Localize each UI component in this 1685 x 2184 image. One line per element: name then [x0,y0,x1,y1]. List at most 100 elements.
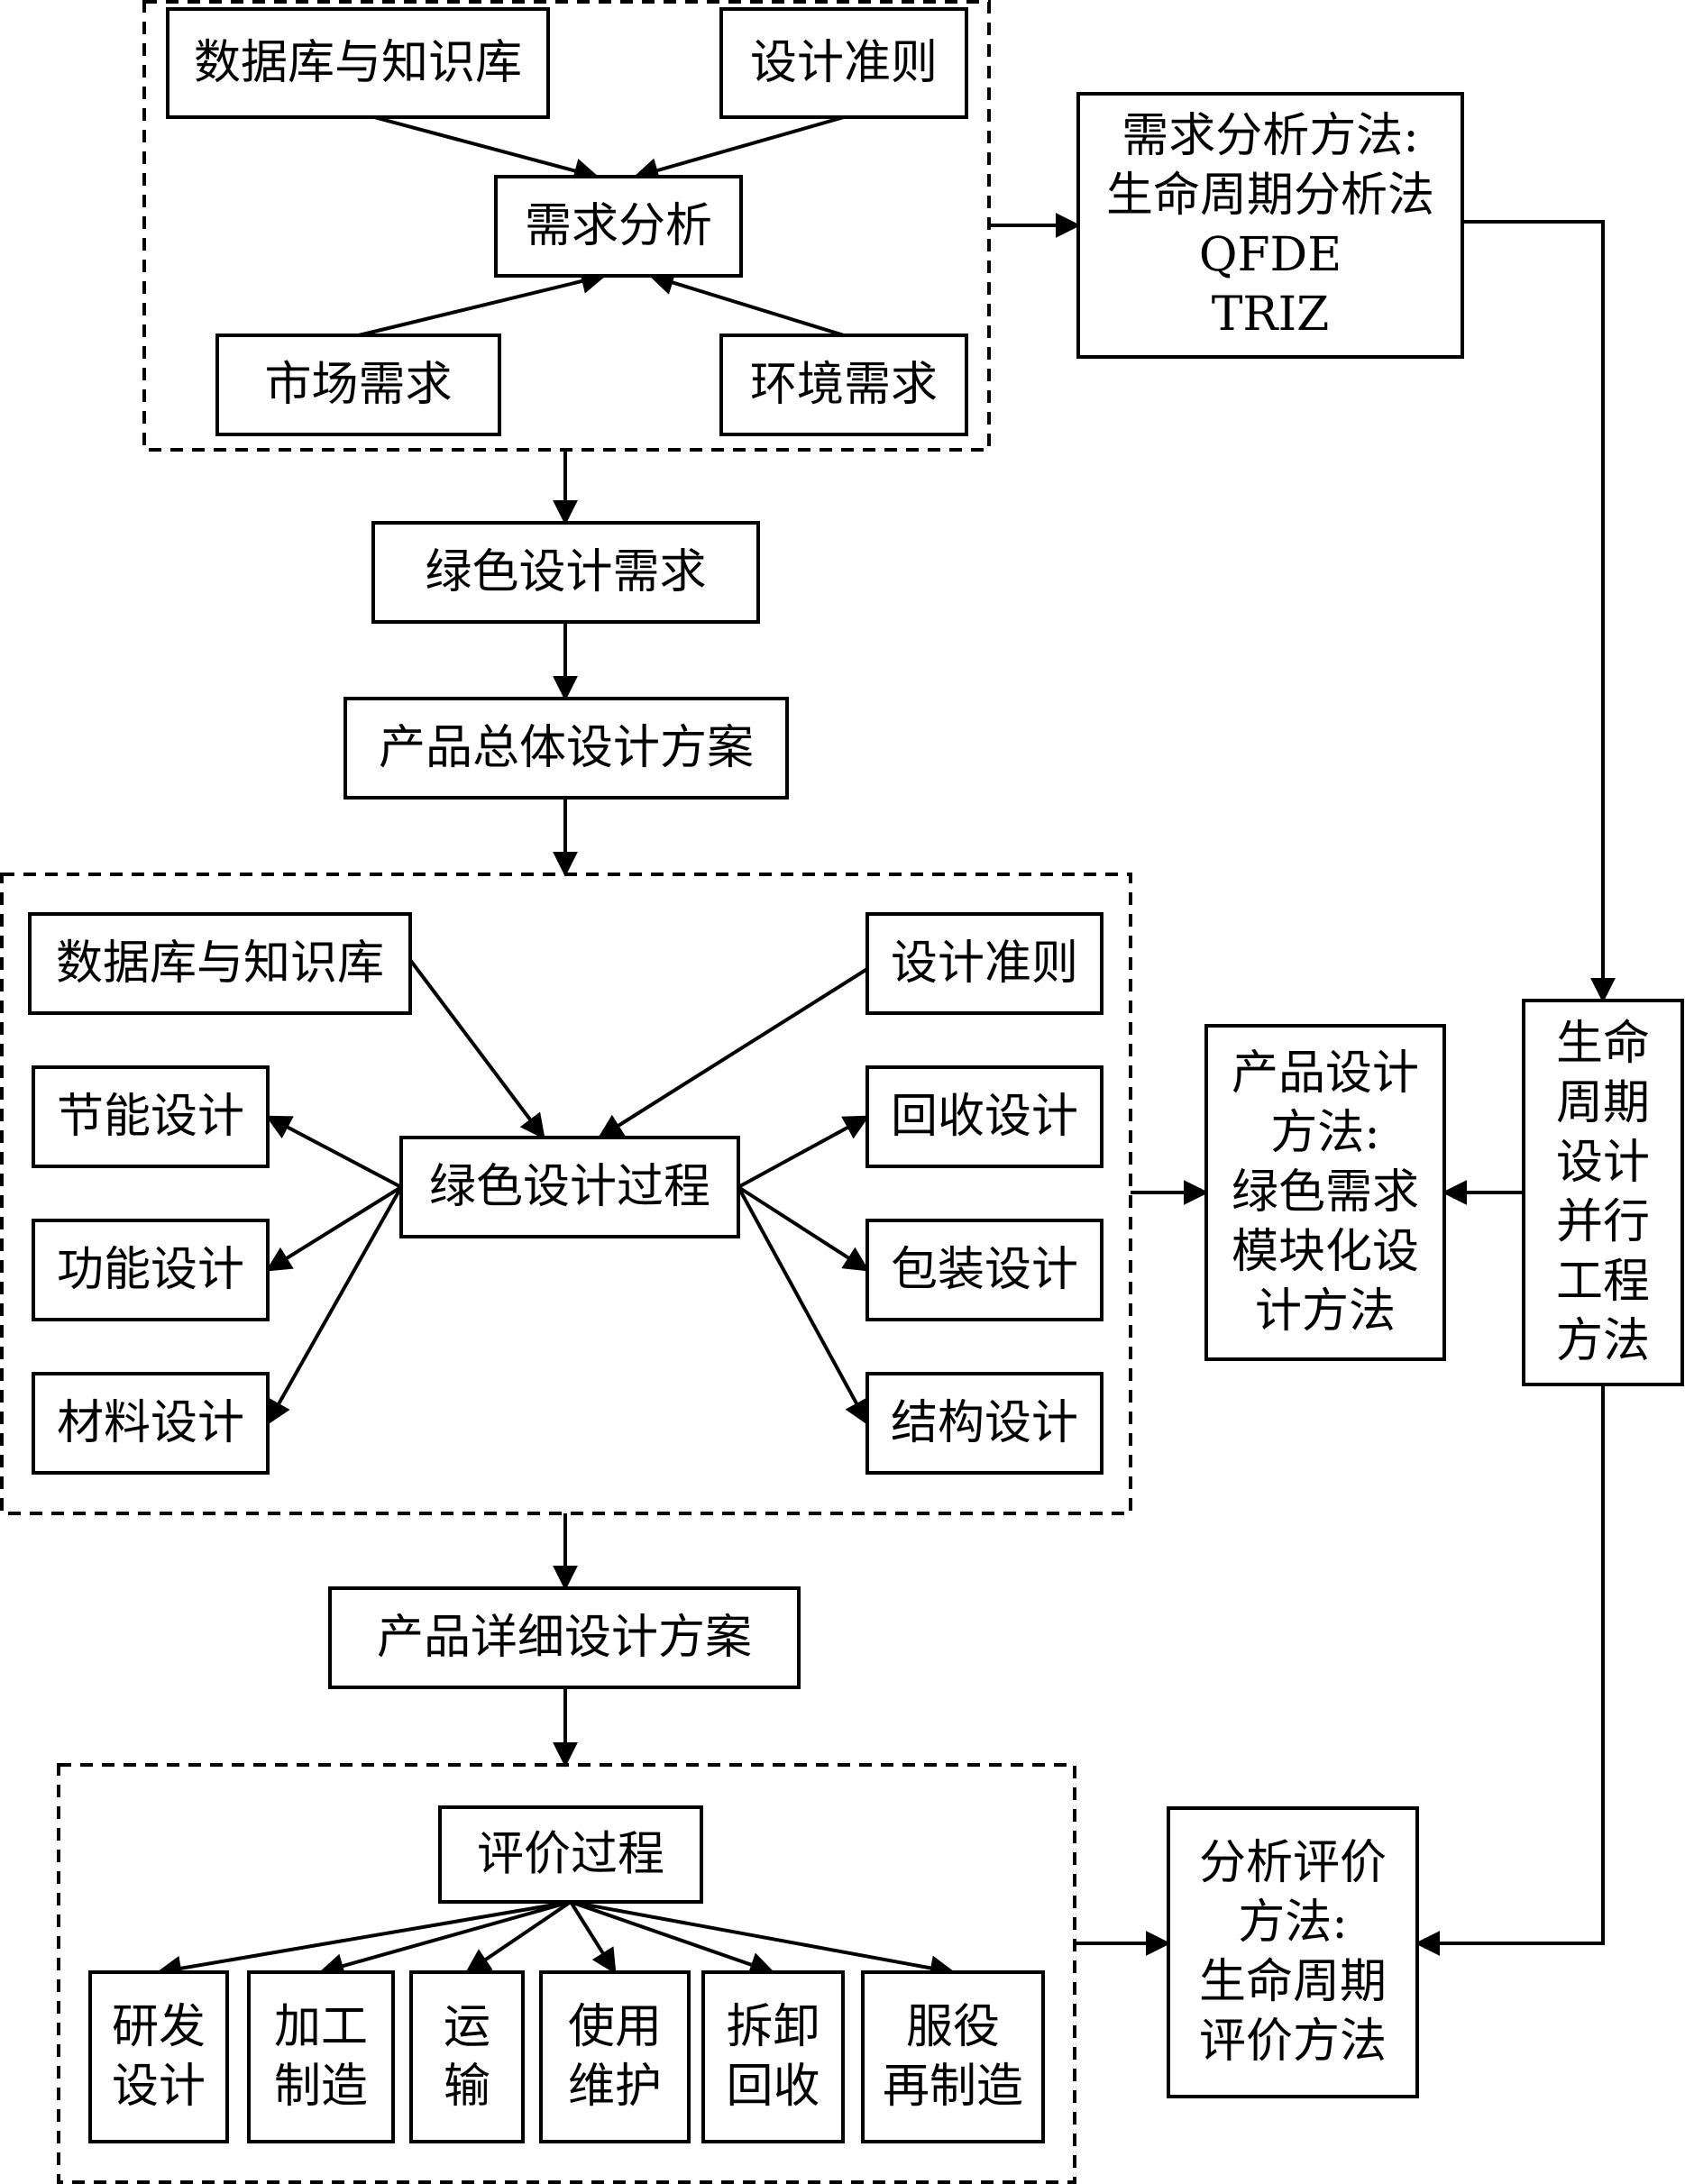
node-box [1076,92,1464,359]
node-label: 周期 [1556,1076,1650,1130]
node-env: 环境需求 [719,334,968,436]
node-label: 服役 [906,2000,1000,2054]
node-label: 制造 [274,2060,368,2114]
node-label: 加工 [274,2000,368,2054]
node-label: 包装设计 [891,1243,1078,1297]
node-box [539,1970,691,2143]
edge-eval-to-mfg [318,1900,572,1978]
node-box [215,334,501,436]
node-label: 生命 [1556,1017,1650,1071]
node-label: 模块化设 [1232,1225,1419,1279]
edge-env-to-req [648,270,845,337]
node-label: TRIZ [1212,288,1330,342]
node-box [247,1970,395,2143]
node-label: 设计准则 [891,937,1078,991]
edge-eval-to-transport [464,1900,572,1974]
node-overall: 产品总体设计方案 [343,697,789,800]
node-label: 工程 [1556,1255,1650,1309]
node-box [88,1970,229,2143]
edge-lifecycle-to-evalmethod [1415,1384,1605,1956]
node-label: 材料设计 [57,1396,244,1450]
edge-process-to-energy [265,1115,402,1189]
node-label: 绿色需求 [1232,1165,1419,1220]
node-box [1204,1024,1446,1361]
edges [156,115,1616,1981]
node-box [166,7,550,119]
node-label: 数据库与知识库 [194,36,522,90]
node-label: 设计 [1556,1136,1650,1190]
node-greenreq: 绿色设计需求 [371,521,760,624]
node-label: 设计准则 [750,36,938,90]
node-box [32,1372,270,1475]
node-label: 数据库与知识库 [56,937,384,991]
node-label: 绿色设计需求 [425,545,706,599]
node-label: 评价过程 [477,1828,664,1882]
edge-eval-to-disassemble [570,1900,775,1977]
node-label: 方法: [1238,1896,1348,1950]
node-label: 使用 [568,2000,662,2054]
node-transport: 运输 [409,1970,525,2143]
node-label: 设计 [112,2060,206,2114]
edge-process-to-recycle [737,1115,870,1189]
edge-process-to-pack [737,1185,870,1272]
node-box [865,1219,1103,1321]
node-label: 并行 [1556,1195,1650,1249]
node-box [399,1136,740,1238]
node-rule2: 设计准则 [865,912,1103,1015]
node-label: 拆卸 [726,2000,820,2054]
node-box [371,521,760,624]
node-label: 分析评价 [1199,1836,1387,1890]
node-box [328,1586,801,1689]
node-label: 需求分析方法: [1122,109,1419,163]
nodes: 数据库与知识库设计准则需求分析市场需求环境需求需求分析方法:生命周期分析法QFD… [28,7,1684,2143]
node-label: 研发 [112,2000,206,2054]
node-box [28,912,412,1015]
edge-process-to-struct [737,1186,869,1426]
edge-process-to-func [265,1185,403,1272]
node-box [861,1970,1045,2143]
node-pack: 包装设计 [865,1219,1103,1321]
node-label: 再制造 [883,2060,1023,2114]
node-eval: 评价过程 [438,1805,703,1904]
edge-process-to-material [266,1186,403,1426]
node-material: 材料设计 [32,1372,270,1475]
node-label: 评价方法 [1199,2015,1387,2069]
node-box [409,1970,525,2143]
edge-eval-to-reman [570,1900,956,1981]
node-label: 产品总体设计方案 [379,721,754,775]
node-struct: 结构设计 [865,1372,1103,1475]
node-label: 结构设计 [891,1396,1078,1450]
node-rule1: 设计准则 [719,7,968,119]
node-box [719,7,968,119]
node-box [343,697,789,800]
node-process: 绿色设计过程 [399,1136,740,1238]
node-box [1167,1806,1419,2098]
node-func: 功能设计 [32,1219,270,1321]
node-label: 市场需求 [264,358,452,412]
node-energy: 节能设计 [32,1065,270,1168]
node-recycle: 回收设计 [865,1065,1103,1168]
node-label: 运 [444,2000,490,2054]
node-req: 需求分析 [494,175,743,278]
node-market: 市场需求 [215,334,501,436]
node-label: 产品设计 [1232,1046,1419,1101]
node-label: 方法 [1556,1314,1650,1368]
node-box [494,175,743,278]
node-box [1522,999,1684,1386]
edge-db2-to-process [408,958,545,1140]
node-label: 节能设计 [57,1090,244,1144]
edge-eval-to-rd [156,1900,572,1981]
node-label: 环境需求 [750,358,938,412]
node-label: 维护 [568,2060,662,2114]
node-label: 绿色设计过程 [429,1160,710,1214]
node-box [32,1219,270,1321]
